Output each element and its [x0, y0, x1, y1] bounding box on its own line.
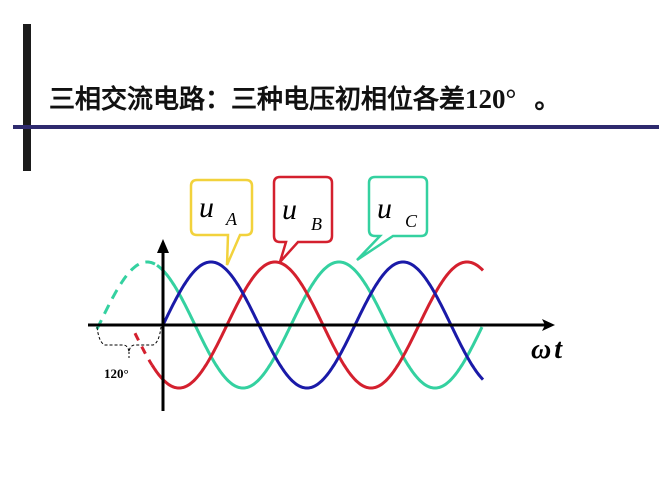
wave-ua [161, 260, 485, 390]
callout-ua: u A [189, 178, 254, 266]
phase-bracket-label: 120° [104, 366, 129, 381]
title-phase-value: 120° [465, 84, 517, 114]
wave-ub [150, 260, 485, 390]
y-axis-arrow-icon [157, 239, 169, 253]
callout-ub-main: u [282, 193, 297, 226]
callout-ua-main: u [199, 191, 214, 224]
page-title: 三相交流电路：三种电压初相位各差120° 。 [49, 79, 560, 116]
phase-bracket [96, 326, 162, 353]
title-period: 。 [534, 85, 561, 115]
x-axis-arrow-icon [542, 319, 555, 331]
callout-uc: u C [356, 175, 429, 262]
title-vertical-bar [23, 24, 31, 171]
wave-uc-dashed [95, 260, 158, 330]
callout-ua-sub: A [225, 209, 238, 229]
callout-ub: u B [272, 175, 334, 263]
callout-uc-main: u [377, 192, 392, 225]
wave-ub-dashed [133, 332, 154, 366]
title-text: 三相交流电路：三种电压初相位各差 [49, 85, 466, 115]
title-underline [13, 125, 659, 129]
callout-uc-sub: C [405, 211, 418, 231]
callout-ub-sub: B [311, 214, 322, 234]
